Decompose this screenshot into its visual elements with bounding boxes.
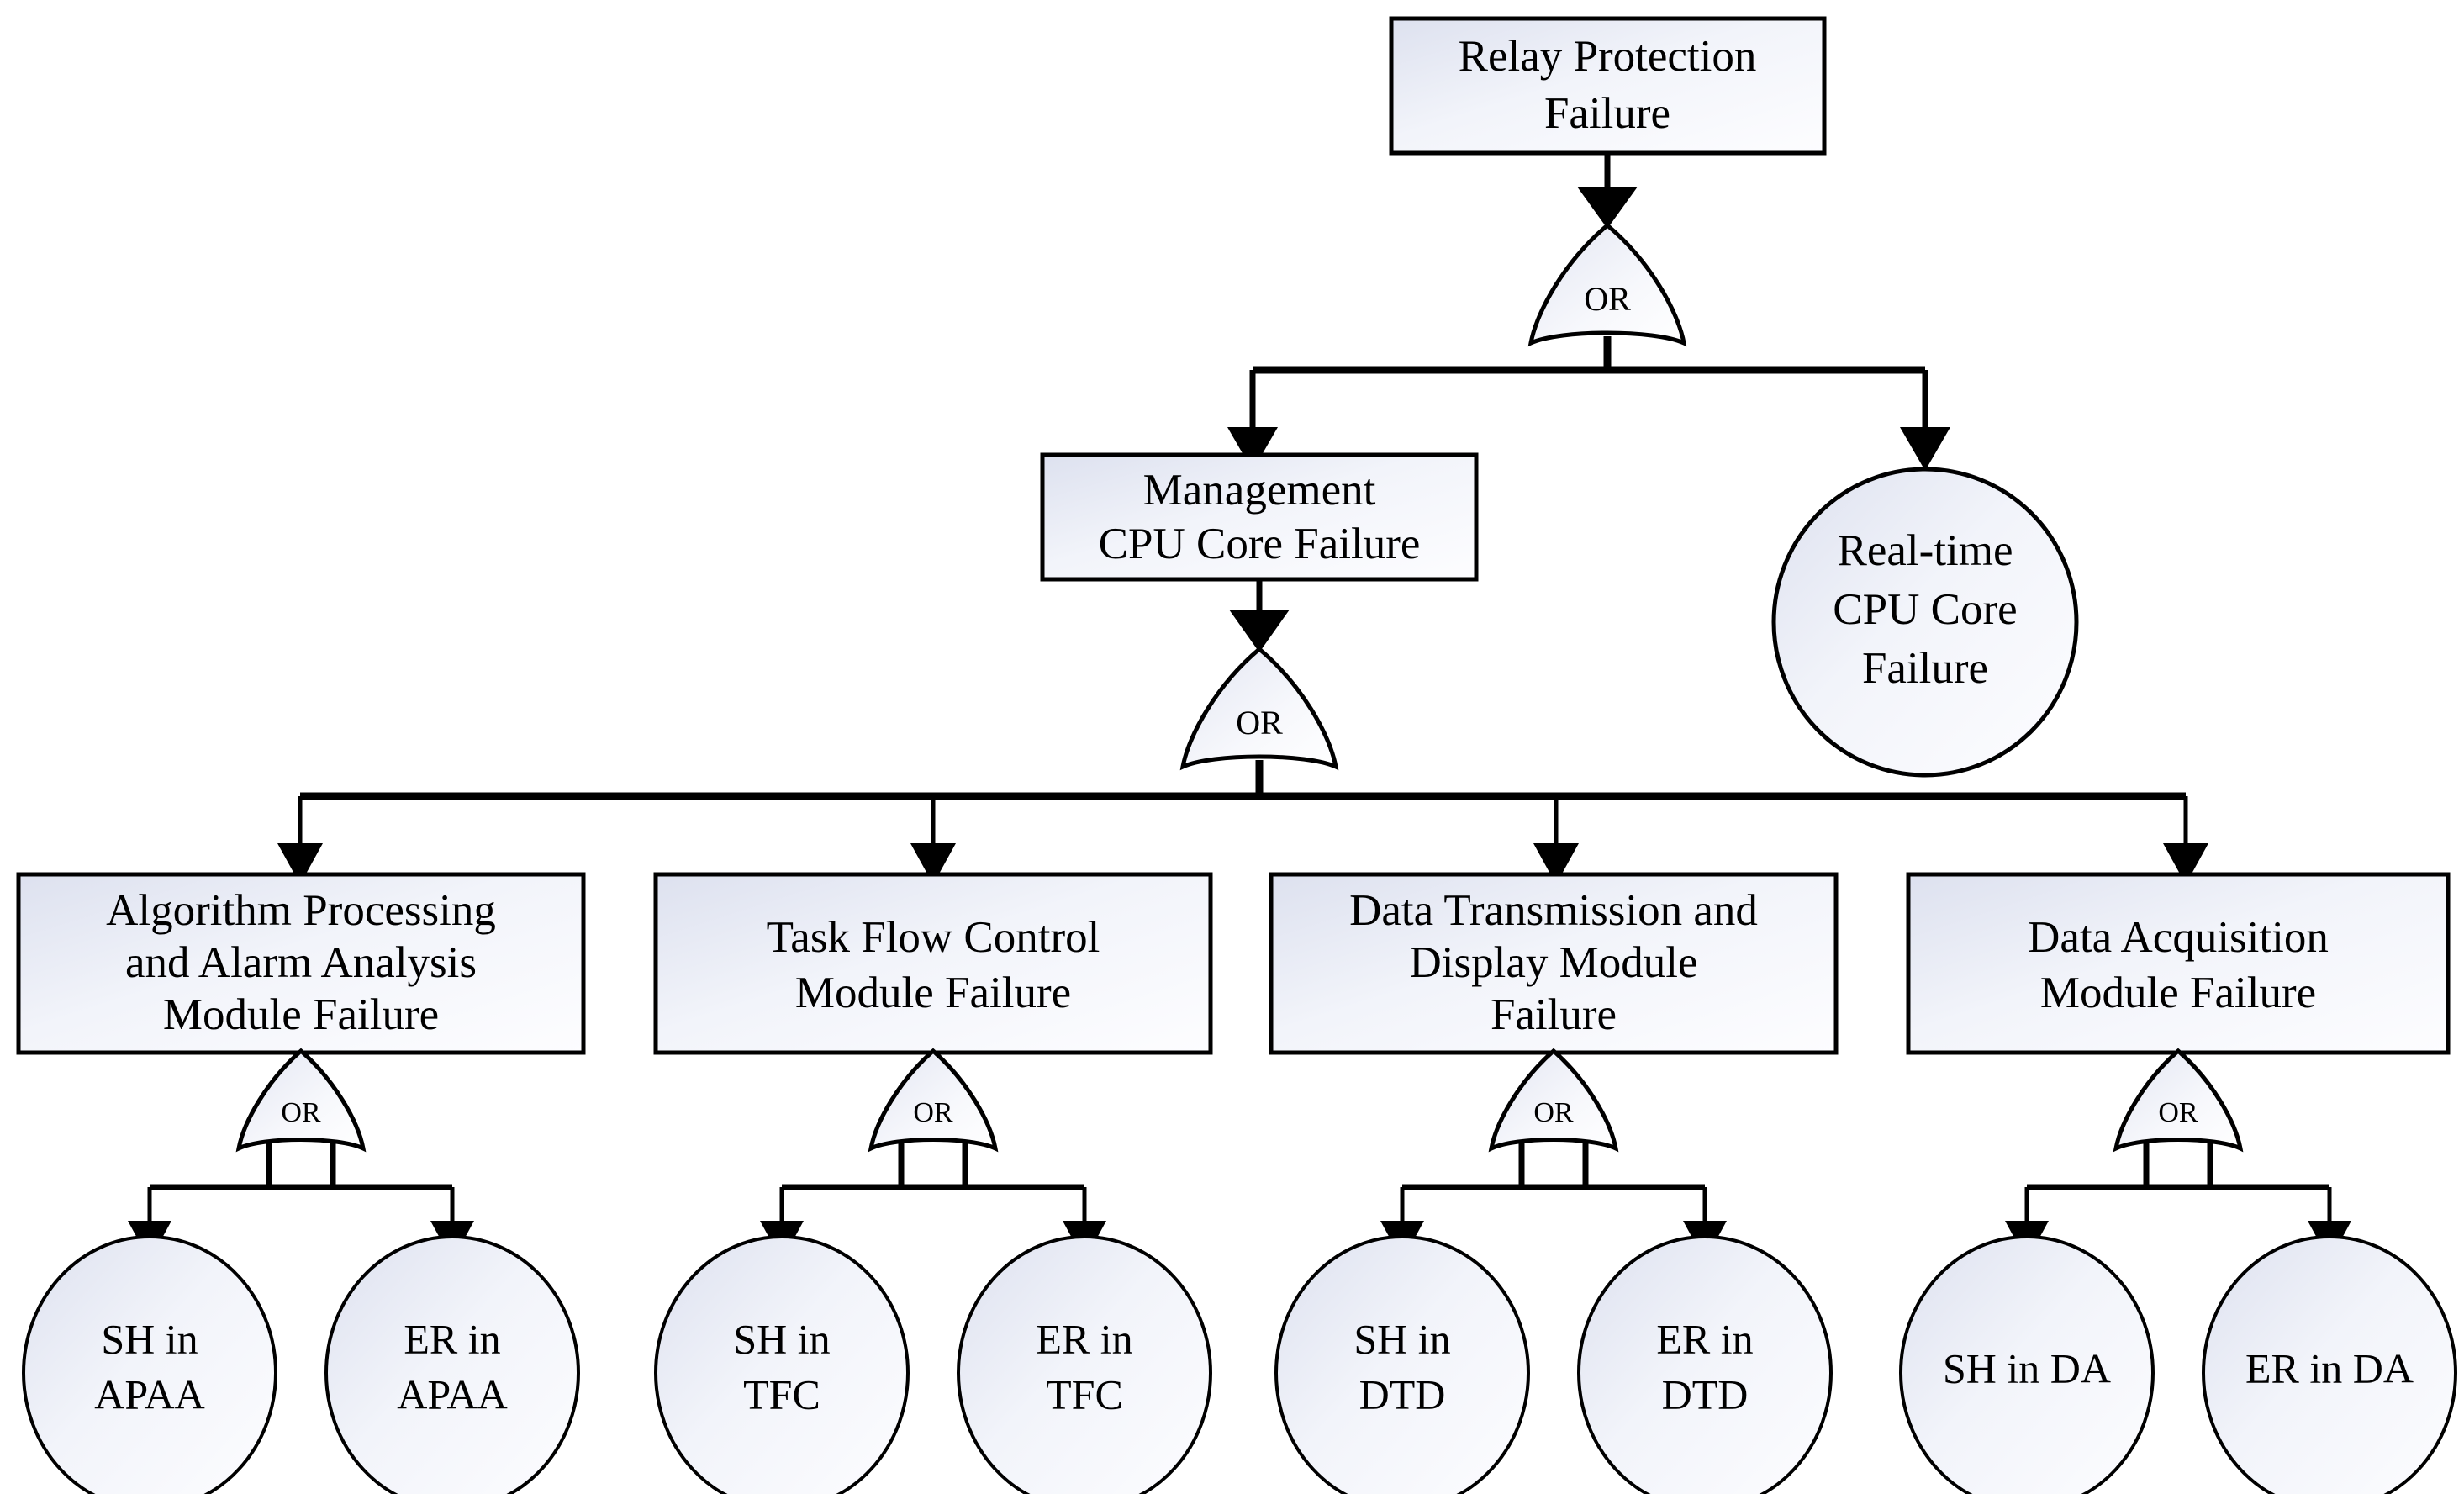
node-er-in-apaa[interactable]: ER in APAA [324, 1235, 580, 1494]
node-label-line-2: APAA [397, 1370, 508, 1417]
node-sh-in-tfc[interactable]: SH in TFC [654, 1235, 910, 1494]
node-rect [653, 872, 1213, 1055]
node-label-line-1: Algorithm Processing [106, 886, 496, 935]
node-label-line-2: DTD [1359, 1370, 1446, 1417]
node-label-line-1: Data Transmission and [1349, 886, 1758, 935]
node-label-line-1: ER in [404, 1315, 500, 1362]
node-label-line-1: SH in [1353, 1315, 1450, 1362]
gate-or-top[interactable]: OR [1527, 222, 1687, 347]
arrowhead-to-management [1227, 427, 1278, 471]
node-label-line-2: Failure [1544, 89, 1670, 138]
or-gate-shape [1527, 222, 1687, 347]
node-label-line-1: ER in DA [2245, 1344, 2414, 1391]
arrowhead-to-apaa [277, 843, 323, 884]
node-label-line-2: CPU Core [1833, 585, 2017, 634]
node-label-line-2: Module Failure [795, 969, 1071, 1017]
arrowhead-to-tfc [910, 843, 956, 884]
node-label-line-3: Failure [1862, 644, 1988, 693]
gate-or-management[interactable]: OR [1179, 646, 1339, 771]
node-label-line-1: Task Flow Control [767, 913, 1100, 962]
arrowhead-top-to-gate [1577, 187, 1638, 229]
node-circle [1899, 1235, 2155, 1494]
node-label-line-2: Module Failure [2040, 969, 2316, 1017]
node-label-line-1: Relay Protection [1459, 32, 1757, 81]
node-label-line-1: ER in [1036, 1315, 1132, 1362]
or-gate-shape [235, 1048, 367, 1153]
node-label-line-1: SH in [733, 1315, 830, 1362]
arrowhead-to-da [2163, 843, 2208, 884]
node-circle [22, 1235, 277, 1494]
node-circle [1577, 1235, 1833, 1494]
node-label-line-3: Failure [1491, 990, 1617, 1039]
node-label-line-1: ER in [1656, 1315, 1753, 1362]
node-real-time-cpu-core-failure[interactable]: Real-time CPU Core Failure [1771, 467, 2079, 778]
node-label-line-1: Real-time [1838, 526, 2013, 575]
node-label-line-2: CPU Core Failure [1099, 520, 1421, 568]
node-er-in-da[interactable]: ER in DA [2202, 1235, 2457, 1494]
node-sh-in-da[interactable]: SH in DA [1899, 1235, 2155, 1494]
node-rect [16, 872, 586, 1055]
node-label-line-3: Module Failure [163, 990, 439, 1039]
or-gate-shape [868, 1048, 999, 1153]
node-label-line-2: APAA [94, 1370, 205, 1417]
or-gate-shape [2113, 1048, 2244, 1153]
node-label-line-2: TFC [1046, 1370, 1123, 1417]
arrowhead-to-dtd [1533, 843, 1579, 884]
or-gate-shape [1179, 646, 1339, 771]
node-label-line-1: Data Acquisition [2028, 913, 2329, 962]
node-circle [1771, 467, 2079, 778]
gate-label: OR [1533, 1097, 1574, 1128]
node-label-line-2: DTD [1662, 1370, 1749, 1417]
arrowhead-mgmt-to-gate [1229, 610, 1290, 652]
node-label-line-2: and Alarm Analysis [125, 938, 477, 987]
gate-label: OR [1236, 704, 1283, 742]
node-task-flow-control-module-failure[interactable]: Task Flow Control Module Failure [653, 872, 1213, 1055]
node-data-acquisition-module-failure[interactable]: Data Acquisition Module Failure [1906, 872, 2451, 1055]
node-er-in-dtd[interactable]: ER in DTD [1577, 1235, 1833, 1494]
node-label-line-1: SH in DA [1943, 1344, 2111, 1391]
gate-or-apaa[interactable]: OR [235, 1048, 367, 1153]
node-label-line-1: SH in [101, 1315, 198, 1362]
gate-label: OR [2158, 1097, 2198, 1128]
node-circle [324, 1235, 580, 1494]
gate-label: OR [913, 1097, 953, 1128]
node-data-transmission-display-module-failure[interactable]: Data Transmission and Display Module Fai… [1269, 872, 1839, 1055]
node-algorithm-processing-alarm-analysis-module-failure[interactable]: Algorithm Processing and Alarm Analysis … [16, 872, 586, 1055]
node-circle [957, 1235, 1212, 1494]
gate-label: OR [1584, 280, 1631, 318]
node-rect [1906, 872, 2451, 1055]
gate-or-da[interactable]: OR [2113, 1048, 2244, 1153]
node-relay-protection-failure[interactable]: Relay Protection Failure [1389, 16, 1827, 156]
node-rect [1389, 16, 1827, 156]
node-label-line-2: Display Module [1410, 938, 1698, 987]
arrowhead-to-realtime [1900, 427, 1950, 471]
node-sh-in-apaa[interactable]: SH in APAA [22, 1235, 277, 1494]
gate-or-tfc[interactable]: OR [868, 1048, 999, 1153]
gate-or-dtd[interactable]: OR [1488, 1048, 1619, 1153]
or-gate-shape [1488, 1048, 1619, 1153]
node-rect [1269, 872, 1839, 1055]
node-sh-in-dtd[interactable]: SH in DTD [1274, 1235, 1530, 1494]
node-label-line-2: TFC [743, 1370, 820, 1417]
node-er-in-tfc[interactable]: ER in TFC [957, 1235, 1212, 1494]
gate-label: OR [281, 1097, 321, 1128]
node-label-line-1: Management [1143, 466, 1376, 515]
node-circle [1274, 1235, 1530, 1494]
node-management-cpu-core-failure[interactable]: Management CPU Core Failure [1040, 452, 1479, 582]
node-circle [2202, 1235, 2457, 1494]
node-circle [654, 1235, 910, 1494]
